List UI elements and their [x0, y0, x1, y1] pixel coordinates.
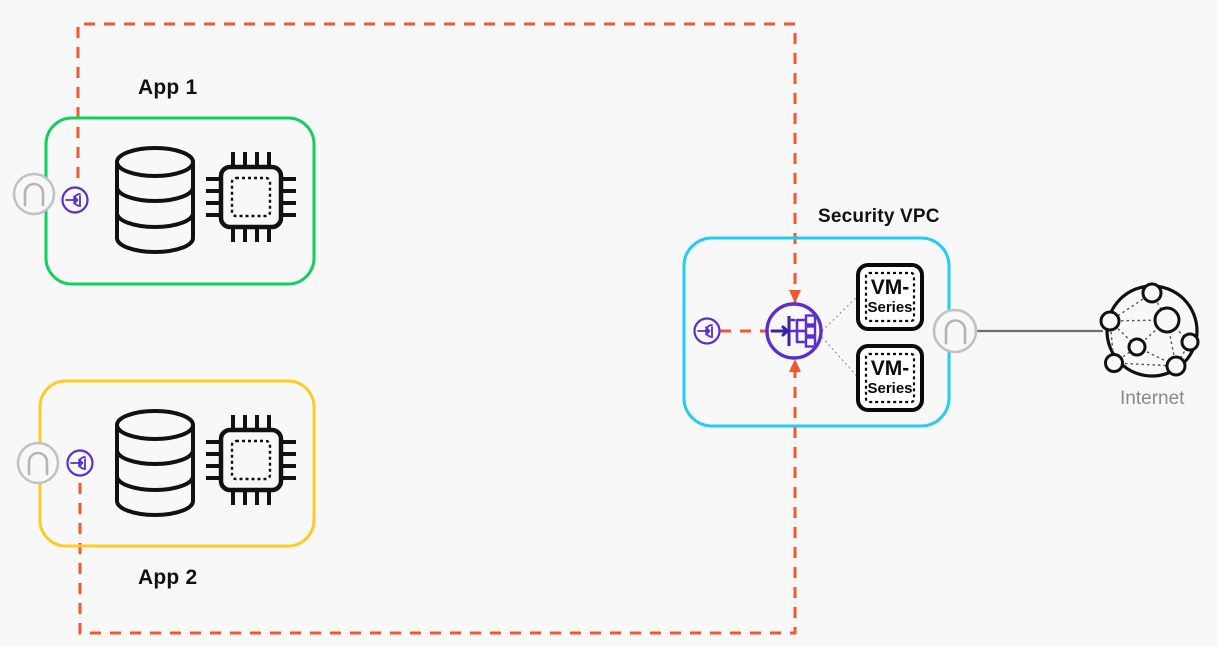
- app1-title: App 1: [138, 76, 198, 99]
- vpc-gateway-icon[interactable]: [932, 308, 978, 354]
- arrowhead-up-into-lb: [789, 359, 801, 372]
- link-lb-to-firewall-2: [821, 336, 863, 383]
- internet-globe-icon[interactable]: [1099, 282, 1200, 378]
- app2-gateway-icon[interactable]: [16, 441, 60, 485]
- link-lb-to-firewall-1: [821, 291, 863, 332]
- app1-gateway-icon[interactable]: [12, 172, 56, 216]
- app1-container: [44, 116, 316, 286]
- vpc-load-balancer-icon[interactable]: [765, 302, 823, 360]
- vm-series-2-line1: VM-: [870, 357, 910, 380]
- vm-series-1-line1: VM-: [870, 276, 910, 299]
- arrowhead-down-into-lb: [789, 290, 801, 303]
- dashed-path-app2-to-vpc: [78, 360, 797, 635]
- app2-attachment-icon[interactable]: [66, 449, 94, 477]
- app2-container: [38, 379, 316, 548]
- app1-attachment-icon[interactable]: [61, 186, 89, 214]
- dashed-path-app1-to-vpc: [76, 22, 797, 310]
- app2-title: App 2: [138, 566, 198, 589]
- security-vpc-title: Security VPC: [818, 206, 940, 227]
- vpc-attachment-icon[interactable]: [693, 317, 721, 345]
- vm-series-2-line2: Series: [867, 380, 913, 397]
- app2-compute-icon[interactable]: [206, 415, 296, 505]
- app1-database-icon[interactable]: [115, 146, 195, 254]
- internet-label: Internet: [1120, 388, 1185, 409]
- security-vpc-container: [682, 236, 951, 428]
- app1-compute-icon[interactable]: [206, 152, 296, 242]
- vm-series-1-line2: Series: [867, 299, 913, 316]
- app2-database-icon[interactable]: [115, 409, 195, 517]
